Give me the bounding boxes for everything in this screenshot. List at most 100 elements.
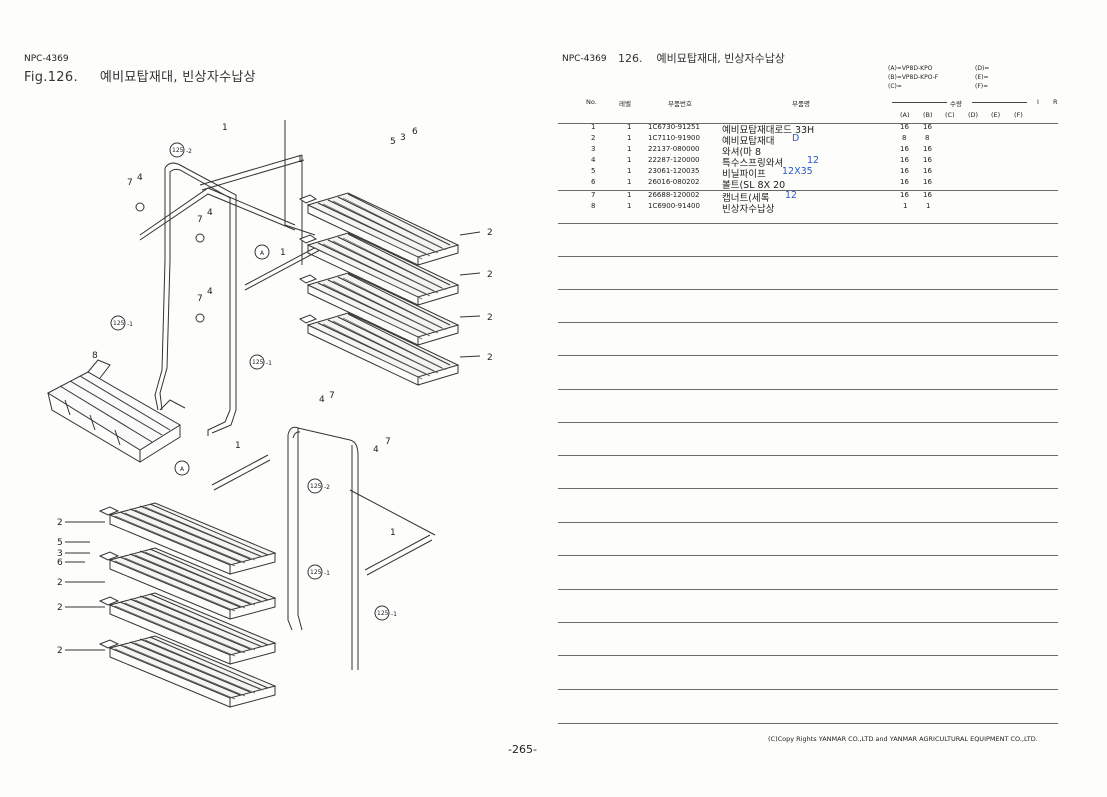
table-row: 1 1 1C6730-91251 예비묘탑재대로드 33H 16 16 [560, 123, 1060, 136]
row-no: 3 [591, 145, 596, 153]
row-part-name: 예비묘탑재대 [722, 136, 775, 147]
row-part-suffix: 12 [785, 190, 798, 201]
svg-text:A: A [180, 466, 185, 473]
row-qty-b: 16 [923, 123, 932, 131]
row-divider [558, 190, 1058, 191]
row-no: 6 [591, 178, 596, 186]
parts-table-header: No. 레벨 부품번호 부품명 수량 I R (A) (B) (C) (D) (… [560, 96, 1060, 122]
header-col-b: (B) [923, 111, 933, 119]
ruled-line [558, 256, 1058, 257]
table-row: 5 1 23061-120035 비닐파이프 12X35 16 16 [560, 166, 1060, 180]
row-no: 8 [591, 202, 596, 210]
model-list-left: (A)=VP8D-KPO (B)=VP8D-KPO-F (C)= [888, 64, 938, 91]
callout-7a: 7 [127, 178, 133, 188]
callout-2h: 2 [57, 646, 63, 656]
svg-text:125: 125 [310, 483, 322, 490]
callout-2g: 2 [57, 603, 63, 613]
exploded-parts-diagram: 1 1 1 1 1 2 2 2 2 2 2 2 2 3 3 4 4 4 4 4 … [46, 120, 493, 708]
row-part-name: 특수스프링와셔 [722, 158, 784, 169]
callout-2f: 2 [57, 578, 63, 588]
header-col-f: (F) [1014, 111, 1023, 119]
row-part-name: 볼트(SL 8X 20 [722, 180, 786, 191]
row-qty-a: 1 [903, 202, 908, 210]
header-col-c: (C) [945, 111, 955, 119]
callout-1e: 1 [390, 528, 396, 538]
ruled-line [558, 455, 1058, 456]
header-col-d: (D) [968, 111, 979, 119]
ref-circles [110, 142, 390, 621]
header-qty: 수량 [950, 100, 962, 108]
model-list-right: (D)= (E)= (F)= [975, 64, 989, 91]
header-rule [558, 123, 1058, 124]
qty-rule-left [892, 102, 947, 103]
row-no: 4 [591, 156, 596, 164]
callout-5b: 5 [57, 538, 63, 548]
row-no: 2 [591, 134, 596, 142]
header-level: 레벨 [619, 100, 631, 108]
callout-4e: 4 [373, 445, 379, 455]
svg-text:125: 125 [172, 147, 184, 154]
ruled-line [558, 689, 1058, 690]
row-part-name: 캡너트(세록 [722, 193, 770, 204]
left-figure-title: Fig.126.예비묘탑재대, 빈상자수납상 [24, 66, 278, 85]
row-part-no: 22287-120000 [648, 156, 700, 164]
row-qty-b: 16 [923, 167, 932, 175]
row-qty-a: 16 [900, 156, 909, 164]
row-qty-b: 16 [923, 145, 932, 153]
header-i: I [1037, 98, 1039, 106]
table-row: 4 1 22287-120000 특수스프링와셔 12 16 16 [560, 155, 1060, 169]
row-part-no: 22137-080000 [648, 145, 700, 153]
row-qty-a: 16 [900, 123, 909, 131]
callout-4d: 4 [319, 395, 325, 405]
model-b: (B)=VP8D-KPO-F [888, 74, 939, 81]
svg-text:-1: -1 [266, 360, 272, 367]
callout-7c: 7 [197, 294, 203, 304]
callout-2e: 2 [57, 518, 63, 528]
row-no: 7 [591, 191, 596, 199]
ruled-line [558, 488, 1058, 489]
row-no: 5 [591, 167, 596, 175]
model-f: (F)= [975, 83, 989, 90]
callout-4a: 4 [137, 173, 143, 183]
row-qty-b: 16 [923, 178, 932, 186]
storage-basket [46, 359, 186, 463]
ruled-line [558, 355, 1058, 356]
callout-6b: 6 [57, 558, 63, 568]
row-level: 1 [627, 134, 632, 142]
svg-text:A: A [260, 250, 265, 257]
row-qty-a: 16 [900, 167, 909, 175]
right-section-title: 126.예비묘탑재대, 빈상자수납상 [618, 50, 799, 66]
model-e: (E)= [975, 74, 989, 81]
callout-4b: 4 [207, 208, 213, 218]
callout-2c: 2 [487, 313, 493, 323]
svg-text:-1: -1 [127, 321, 133, 328]
table-row: 6 1 26016-080202 볼트(SL 8X 20 16 16 [560, 178, 1060, 191]
row-level: 1 [627, 167, 632, 175]
row-part-name: 비닐파이프 [722, 169, 766, 180]
table-row: 7 1 26688-120002 캡너트(세록 12 16 16 [560, 190, 1060, 204]
row-qty-a: 8 [902, 134, 907, 142]
svg-text:-1: -1 [324, 570, 330, 577]
callout-1c: 1 [280, 248, 286, 258]
header-r: R [1053, 98, 1058, 106]
row-level: 1 [627, 123, 632, 131]
row-part-no: 1C7110-91900 [648, 134, 700, 142]
table-row: 2 1 1C7110-91900 예비묘탑재대 D 8 8 [560, 133, 1060, 147]
header-col-e: (E) [991, 111, 1001, 119]
callout-6: 6 [412, 127, 418, 137]
section-title-text: 예비묘탑재대, 빈상자수납상 [656, 52, 785, 65]
left-catalog-code: NPC-4369 [24, 54, 69, 64]
row-part-name: 빈상자수납상 [722, 204, 775, 215]
row-part-no: 26688-120002 [648, 191, 700, 199]
row-part-no: 1C6900-91400 [648, 202, 700, 210]
upper-frame [135, 120, 321, 436]
ruled-line [558, 622, 1058, 623]
row-level: 1 [627, 178, 632, 186]
page-number: -265- [508, 743, 537, 756]
ruled-line [558, 655, 1058, 656]
row-part-no: 23061-120035 [648, 167, 700, 175]
ruled-line [558, 723, 1058, 724]
row-level: 1 [627, 145, 632, 153]
ruled-line [558, 322, 1058, 323]
row-qty-a: 16 [900, 191, 909, 199]
